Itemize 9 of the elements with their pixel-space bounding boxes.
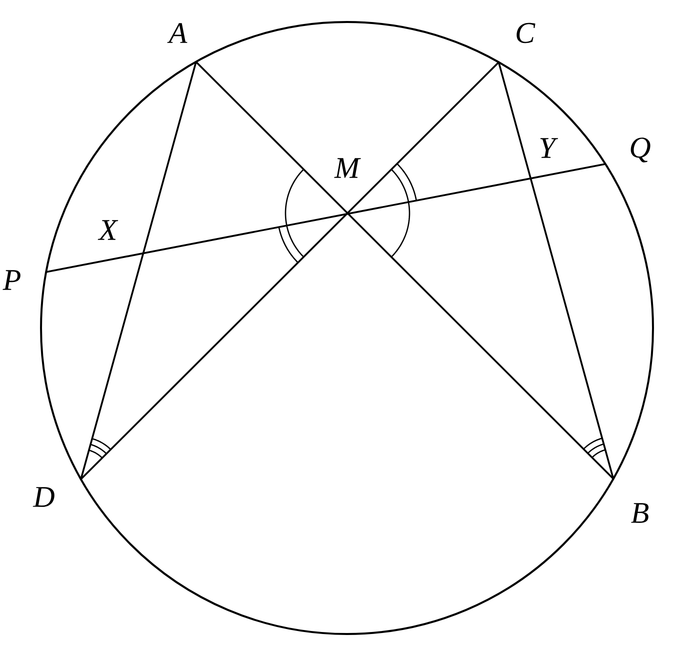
- point-label: X: [98, 220, 118, 240]
- point-label: D: [32, 487, 54, 507]
- point-label: Q: [630, 138, 650, 162]
- point-label: M: [334, 158, 361, 178]
- point-label: C: [516, 22, 536, 44]
- point-label: B: [631, 503, 648, 523]
- point-label: A: [167, 23, 188, 43]
- point-label: P: [2, 270, 20, 290]
- point-label: Y: [540, 138, 558, 158]
